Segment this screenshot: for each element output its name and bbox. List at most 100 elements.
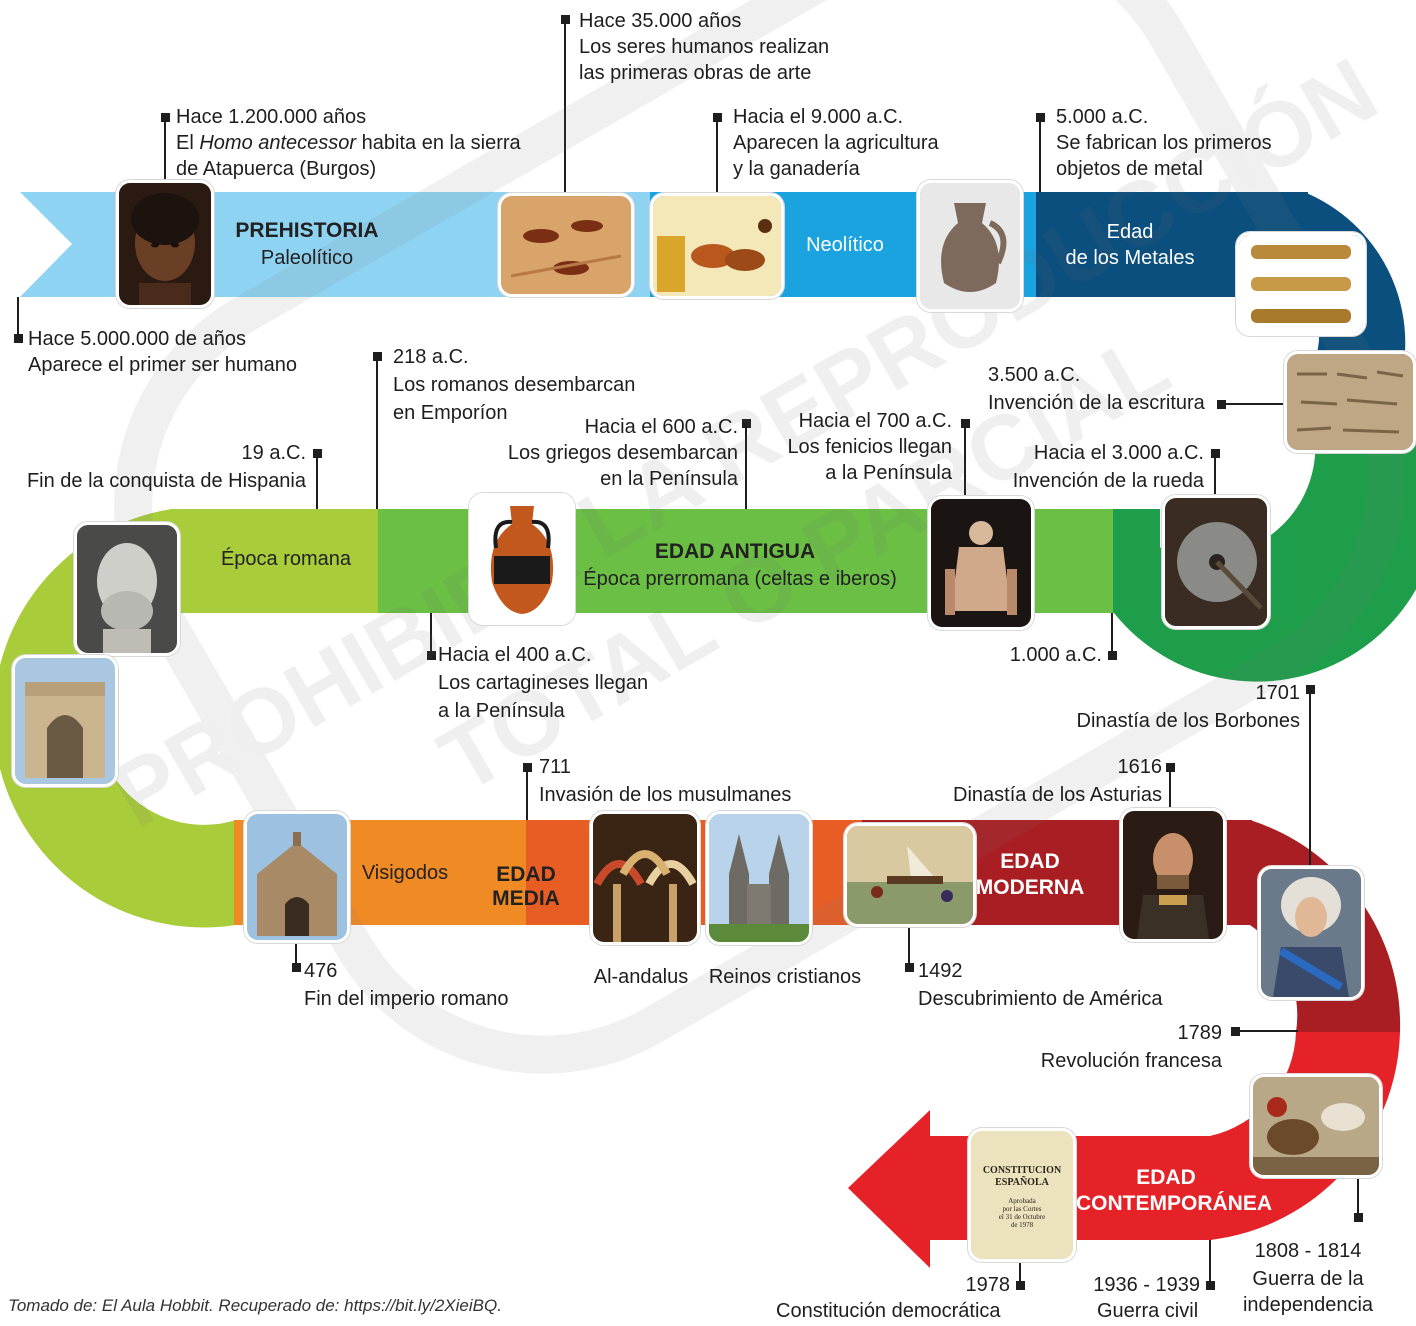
homo-antecessor-photo <box>116 180 214 308</box>
metal-objects-photo <box>1236 232 1366 336</box>
caption-alandalus: Al-andalus <box>593 966 689 988</box>
wheel-photo <box>1162 495 1270 629</box>
event-atapuerca-species: Homo antecessor <box>199 132 357 154</box>
felipe-v-portrait-photo <box>1258 866 1364 1000</box>
era-contemporanea-line-1: EDAD <box>1136 1166 1196 1189</box>
event-asturias-date: 1616 <box>1117 756 1163 778</box>
era-visigodos-label: Visigodos <box>361 862 449 884</box>
event-hispania-text: Fin de la conquista de Hispania <box>26 470 306 492</box>
era-media-title: EDAD MEDIA <box>492 863 560 910</box>
event-griegos-date: Hacia el 600 a.C. <box>584 416 738 438</box>
source-credit: Tomado de: El Aula Hobbit. Recuperado de… <box>8 1296 502 1315</box>
visigothic-church-photo <box>244 811 350 943</box>
event-constitucion-text: Constitución democrática <box>776 1300 1001 1322</box>
roman-arch-photo <box>12 655 118 787</box>
event-atapuerca-date: Hace 1.200.000 años <box>176 106 367 128</box>
event-atapuerca-pre: El <box>176 132 200 154</box>
era-paleolitico-label: Paleolítico <box>260 247 354 269</box>
event-fenicios-date: Hacia el 700 a.C. <box>798 410 952 432</box>
event-independencia-date: 1808 - 1814 <box>1254 1240 1362 1262</box>
constitucion-line-3: Aprobada <box>1008 1197 1036 1205</box>
band-romana <box>170 509 378 613</box>
dama-sculpture-photo <box>928 496 1034 630</box>
event-griegos-line2: Los griegos desembarcan <box>507 442 738 464</box>
event-agricultura-line3: y la ganadería <box>733 158 860 180</box>
caption-reinos-cristianos: Reinos cristianos <box>708 966 862 988</box>
event-guerra-civil-date: 1936 - 1939 <box>1093 1274 1200 1296</box>
era-antigua-title: EDAD ANTIGUA <box>654 540 816 563</box>
event-arte-date: Hace 35.000 años <box>579 10 742 32</box>
event-constitucion-date: 1978 <box>965 1274 1011 1296</box>
event-independencia-line3: independencia <box>1242 1294 1374 1316</box>
event-imperio-text: Fin del imperio romano <box>304 988 509 1010</box>
era-neolitico-label: Neolítico <box>806 234 884 256</box>
era-moderna-line-2: MODERNA <box>975 876 1085 899</box>
constitucion-line-6: de 1978 <box>1010 1221 1034 1229</box>
era-contemporanea-line-2: CONTEMPORÁNEA <box>1076 1192 1273 1215</box>
event-agricultura-line2: Aparecen la agricultura <box>733 132 939 154</box>
event-atapuerca-line2: El Homo antecessor habita en la sierra <box>176 130 521 156</box>
constitucion-title-1: CONSTITUCION <box>982 1165 1062 1176</box>
era-metales-line-2: de los Metales <box>1065 247 1195 269</box>
band-rueda <box>1110 509 1160 613</box>
era-prerromana-label: Época prerromana (celtas e iberos) <box>583 568 897 590</box>
event-arte-line3: las primeras obras de arte <box>579 62 812 84</box>
event-america-text: Descubrimiento de América <box>918 988 1163 1010</box>
event-guerra-civil-text: Guerra civil <box>1097 1300 1199 1322</box>
event-fenicios-line3: a la Península <box>825 462 952 484</box>
era-moderna-line-1: EDAD <box>1000 850 1060 873</box>
constitucion-book-photo: CONSTITUCION ESPAÑOLA Aprobada por las C… <box>968 1128 1076 1262</box>
event-atapuerca-post: habita en la sierra <box>356 132 521 154</box>
mezquita-photo <box>590 811 700 945</box>
event-arte-line2: Los seres humanos realizan <box>579 36 830 58</box>
constitucion-line-5: el 31 de Octubre <box>998 1213 1046 1221</box>
carlos-v-portrait-photo <box>1120 808 1226 942</box>
gothic-cathedral-photo <box>706 811 812 945</box>
event-cartagineses-line3: a la Península <box>438 700 565 722</box>
event-agricultura-date: Hacia el 9.000 a.C. <box>733 106 904 128</box>
roman-bust-photo <box>74 522 180 656</box>
event-primer-humano-date: Hace 5.000.000 de años <box>28 328 246 350</box>
event-asturias-text: Dinastía de los Asturias <box>953 784 1162 806</box>
cave-painting-photo <box>498 193 634 297</box>
event-revolucion-text: Revolución francesa <box>1040 1050 1222 1072</box>
independence-war-painting-photo <box>1250 1074 1382 1178</box>
event-hispania-date: 19 a.C. <box>241 442 306 464</box>
event-primer-humano-text: Aparece el primer ser humano <box>28 354 298 376</box>
event-revolucion-date: 1789 <box>1177 1022 1223 1044</box>
event-metal-line2: Se fabrican los primeros <box>1056 132 1272 154</box>
event-imperio-date: 476 <box>304 960 338 982</box>
event-rueda-date: Hacia el 3.000 a.C. <box>1033 442 1204 464</box>
event-rueda-text: Invención de la rueda <box>1012 470 1204 492</box>
event-metal-date: 5.000 a.C. <box>1056 106 1149 128</box>
greek-amphora-photo <box>469 493 575 625</box>
event-atapuerca-line3: de Atapuerca (Burgos) <box>176 158 377 180</box>
constitucion-line-4: por las Cortes <box>1002 1205 1042 1213</box>
event-escritura-date: 3.500 a.C. <box>988 364 1081 386</box>
event-borbones-text: Dinastía de los Borbones <box>1076 710 1300 732</box>
agriculture-photo <box>650 193 784 299</box>
era-romana-label: Época romana <box>220 548 352 570</box>
event-independencia-line2: Guerra de la <box>1252 1268 1364 1290</box>
event-musulmanes-date: 711 <box>539 756 571 778</box>
event-1000ac-date: 1.000 a.C. <box>1009 644 1102 666</box>
event-romanos-line3: en Emporíon <box>393 402 508 424</box>
event-musulmanes-text: Invasión de los musulmanes <box>539 784 792 806</box>
constitucion-title-2: ESPAÑOLA <box>995 1177 1049 1188</box>
event-romanos-line2: Los romanos desembarcan <box>393 374 636 396</box>
era-prehistoria-title: PREHISTORIA <box>235 219 379 242</box>
event-romanos-date: 218 a.C. <box>393 346 469 368</box>
curve-left <box>0 509 236 928</box>
pottery-jug-photo <box>917 180 1023 312</box>
era-metales-line-1: Edad <box>1106 221 1154 243</box>
event-metal-line3: objetos de metal <box>1056 158 1203 180</box>
event-griegos-line3: en la Península <box>600 468 738 490</box>
cuneiform-tablet-photo <box>1284 351 1416 453</box>
event-cartagineses-line2: Los cartagineses llegan <box>438 672 649 694</box>
event-escritura-text: Invención de la escritura <box>988 392 1205 414</box>
event-cartagineses-date: Hacia el 400 a.C. <box>438 644 592 666</box>
event-borbones-date: 1701 <box>1255 682 1301 704</box>
event-fenicios-line2: Los fenicios llegan <box>787 436 952 458</box>
event-america-date: 1492 <box>918 960 963 982</box>
columbus-arrival-photo <box>844 823 976 927</box>
